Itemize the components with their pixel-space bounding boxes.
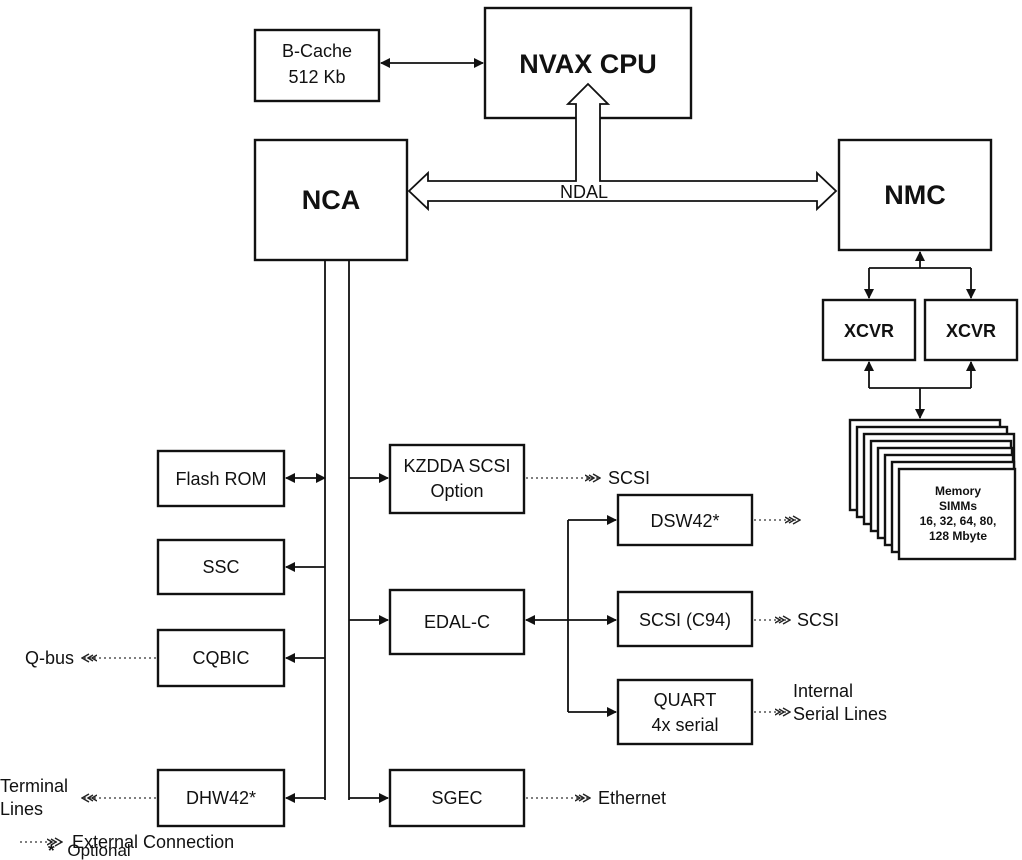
dsw42-label: DSW42*: [650, 511, 719, 531]
xcvr-right-box: [923, 298, 1019, 362]
ndal-bus: [407, 82, 838, 212]
bcache-label-1: B-Cache: [282, 41, 352, 61]
legend-optional-label: Optional: [67, 841, 131, 860]
bcache-box: [253, 28, 381, 103]
memory-label-4: 128 Mbyte: [929, 529, 987, 543]
nmc-box: [837, 138, 993, 252]
sgec-box: [388, 768, 526, 828]
kzdda-scsi-label: SCSI: [608, 468, 650, 488]
memory-label-3: 16, 32, 64, 80,: [920, 514, 997, 528]
dhw42-box: [156, 768, 286, 828]
legend-external-label: External Connection: [72, 832, 234, 852]
bcache-label-2: 512 Kb: [288, 67, 345, 87]
edal-c-label: EDAL-C: [424, 612, 490, 632]
legend-asterisk: *: [48, 841, 55, 860]
memory-simm-stack: [848, 418, 1017, 561]
nvax-cpu-label: NVAX CPU: [519, 49, 657, 79]
nmc-label: NMC: [884, 180, 946, 210]
ssc-box: [156, 538, 286, 596]
scsi-c94-ext-label: SCSI: [797, 610, 839, 630]
memory-label-1: Memory: [935, 484, 981, 498]
sgec-label: SGEC: [431, 788, 482, 808]
scsi-c94-box: [616, 590, 754, 648]
edal-c-box: [388, 588, 526, 656]
internal-serial-label-2: Serial Lines: [793, 704, 887, 724]
flash-rom-label: Flash ROM: [175, 469, 266, 489]
xcvr-left-box: [821, 298, 917, 362]
quart-box: [616, 678, 754, 746]
xcvr-left-label: XCVR: [844, 321, 894, 341]
qbus-label: Q-bus: [25, 648, 74, 668]
internal-serial-label-1: Internal: [793, 681, 853, 701]
kzdda-label-1: KZDDA SCSI: [403, 456, 510, 476]
cqbic-label: CQBIC: [192, 648, 249, 668]
simm-card-front: [897, 467, 1017, 561]
quart-label-2: 4x serial: [651, 715, 718, 735]
dhw42-label: DHW42*: [186, 788, 256, 808]
quart-label-1: QUART: [654, 690, 717, 710]
scsi-c94-label: SCSI (C94): [639, 610, 731, 630]
ethernet-label: Ethernet: [598, 788, 666, 808]
ndal-label: NDAL: [560, 182, 608, 202]
nca-label: NCA: [302, 185, 361, 215]
memory-label-2: SIMMs: [939, 499, 977, 513]
dsw42-box: [616, 493, 754, 547]
kzdda-box: [388, 443, 526, 515]
flash-rom-box: [156, 449, 286, 508]
ssc-label: SSC: [202, 557, 239, 577]
terminal-lines-label-2: Lines: [0, 799, 43, 819]
terminal-lines-label-1: Terminal: [0, 776, 68, 796]
nca-box: [253, 138, 409, 262]
cqbic-box: [156, 628, 286, 688]
kzdda-label-2: Option: [430, 481, 483, 501]
xcvr-right-label: XCVR: [946, 321, 996, 341]
legend-optional: * Optional: [48, 842, 131, 859]
